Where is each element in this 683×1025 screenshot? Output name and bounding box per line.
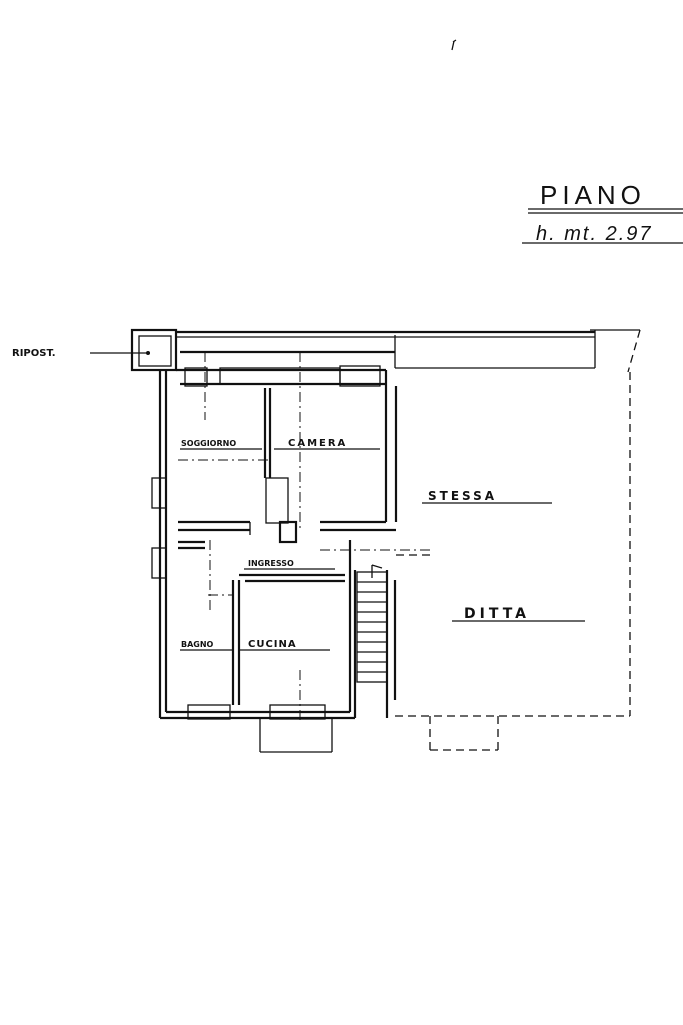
bottom-balcony [259,718,333,753]
label-soggiorno: SOGGIORNO [181,439,236,448]
title-block: PIANO h. mt. 2.97 [522,180,683,245]
title-floor: PIANO [540,180,646,210]
label-bagno: BAGNO [181,640,214,649]
label-cucina: CUCINA [248,639,297,650]
adjacent-property [395,329,641,751]
label-riposto: RIPOST. [12,348,56,359]
top-corridor [176,329,640,369]
label-ditta: DITTA [464,606,530,622]
riposto-room [90,328,178,372]
label-camera: CAMERA [288,438,347,449]
title-height: h. mt. 2.97 [536,223,653,245]
interior-partitions [178,388,396,705]
axis-lines [178,352,430,720]
stray-mark [451,39,457,51]
apartment-walls [158,368,398,720]
label-ingresso: INGRESSO [248,559,294,568]
windows [151,365,381,720]
staircase [356,564,397,718]
label-stessa: STESSA [428,489,497,503]
